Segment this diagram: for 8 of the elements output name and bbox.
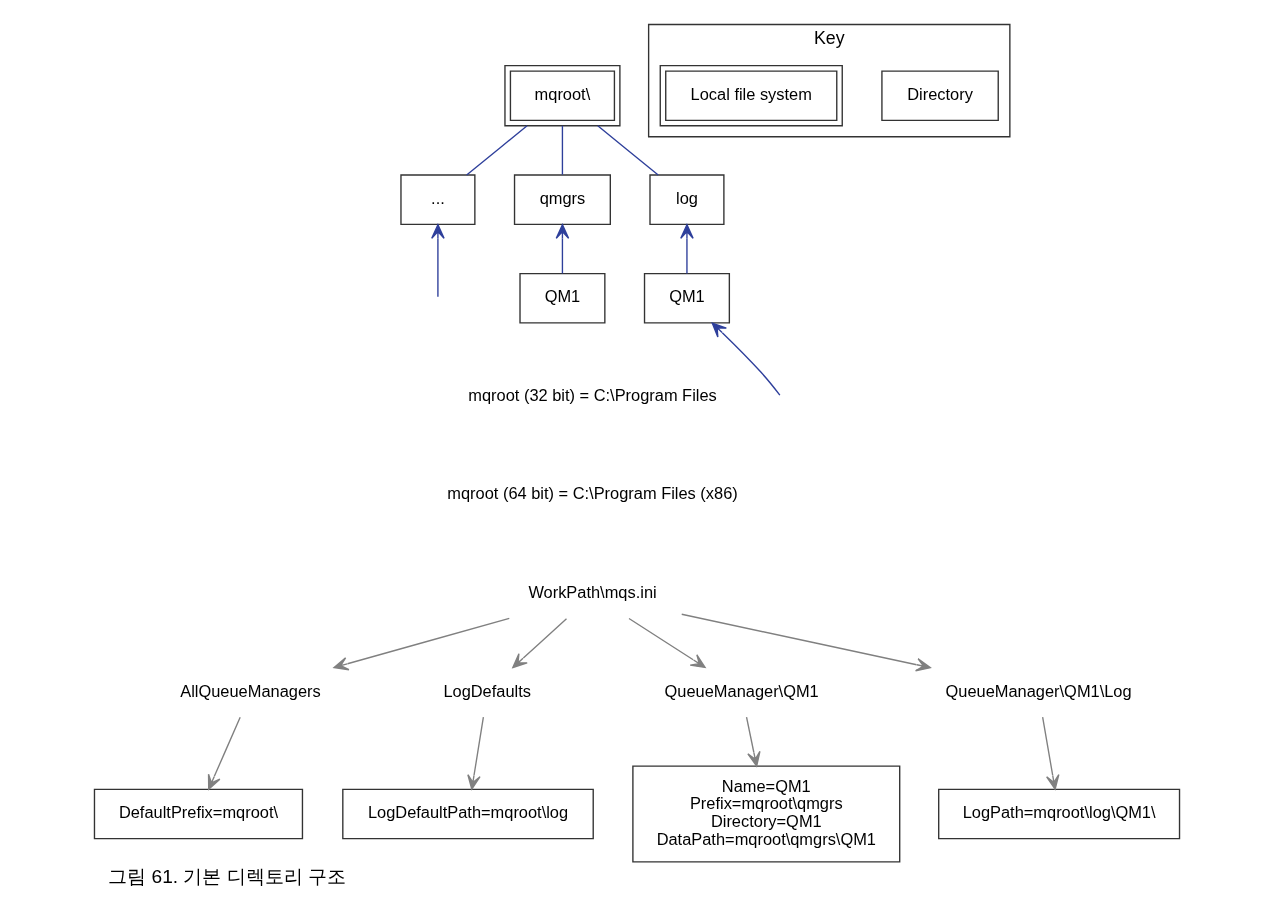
node-text: QueueManager\QM1\Log bbox=[945, 681, 1132, 700]
label: mqroot (32 bit) = C:\Program Files bbox=[468, 385, 717, 404]
node-text: WorkPath\mqs.ini bbox=[528, 582, 657, 601]
node-text: QueueManager\QM1 bbox=[664, 681, 819, 700]
node-text: LogDefaults bbox=[443, 681, 531, 700]
label: mqroot (64 bit) = C:\Program Files (x86) bbox=[447, 484, 738, 503]
node-text: AllQueueManagers bbox=[180, 681, 321, 700]
caption: 그림 61. 기본 디렉토리 구조 bbox=[108, 865, 347, 887]
